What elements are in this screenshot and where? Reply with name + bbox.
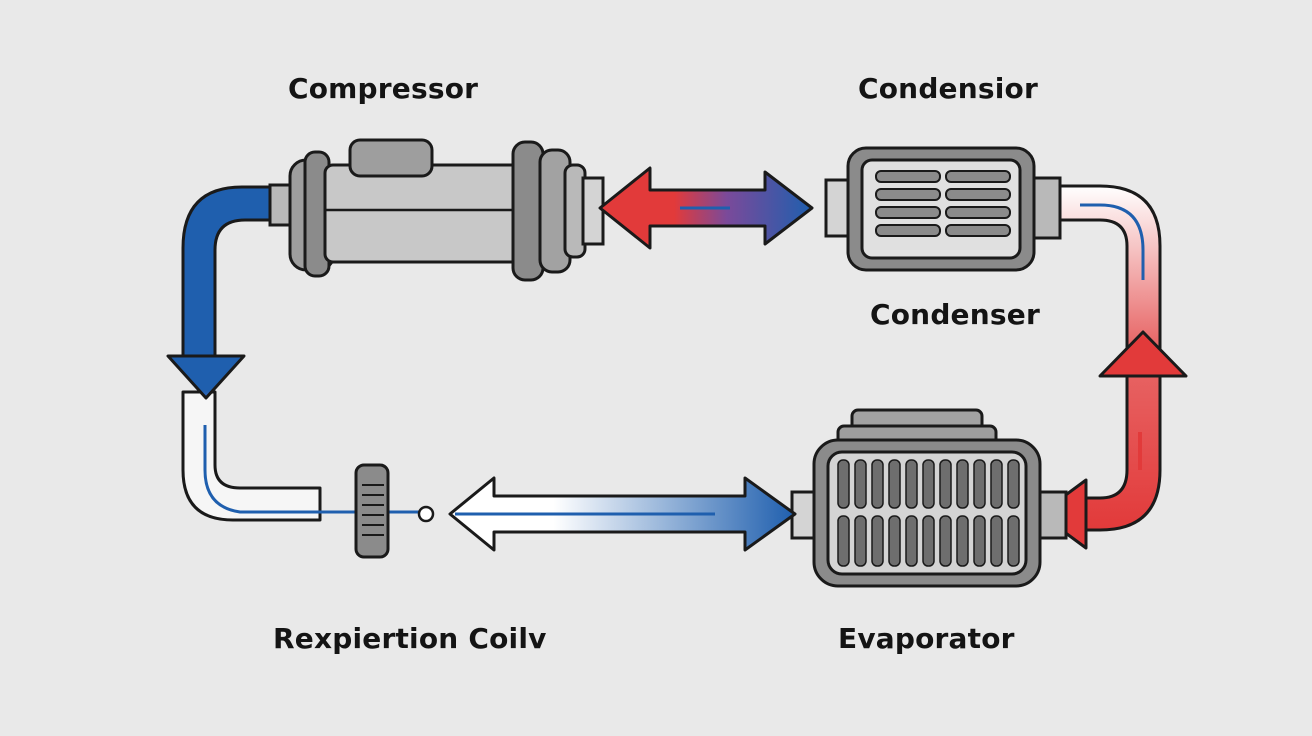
evaporator-icon <box>790 408 1068 588</box>
flow-arrow-icon <box>417 476 797 552</box>
condenser-icon <box>824 146 1062 272</box>
left-return-pipe <box>181 390 322 522</box>
left-return-pipe-flow-line <box>203 425 420 514</box>
left-suction-line <box>166 185 420 522</box>
evaporator-label: Evaporator <box>838 622 1015 655</box>
compressor-icon <box>268 138 605 282</box>
condenser-vents <box>875 170 1011 237</box>
evaporator-fins <box>837 459 1020 567</box>
right-pipe <box>1058 184 1162 532</box>
expansion-valve-icon <box>354 463 390 559</box>
flow-arrow-icon <box>1098 330 1188 378</box>
compressor-label: Compressor <box>288 72 479 105</box>
condensior-label: Condensior <box>858 72 1038 105</box>
condenser-label: Condenser <box>870 298 1040 331</box>
expansion-label: Rexpiertion Coilv <box>273 622 547 655</box>
right-pipe-flow-line <box>1080 203 1145 280</box>
flow-arrow-icon <box>166 354 246 400</box>
flow-arrow-icon <box>598 166 814 250</box>
left-blue-elbow-pipe <box>181 185 274 362</box>
